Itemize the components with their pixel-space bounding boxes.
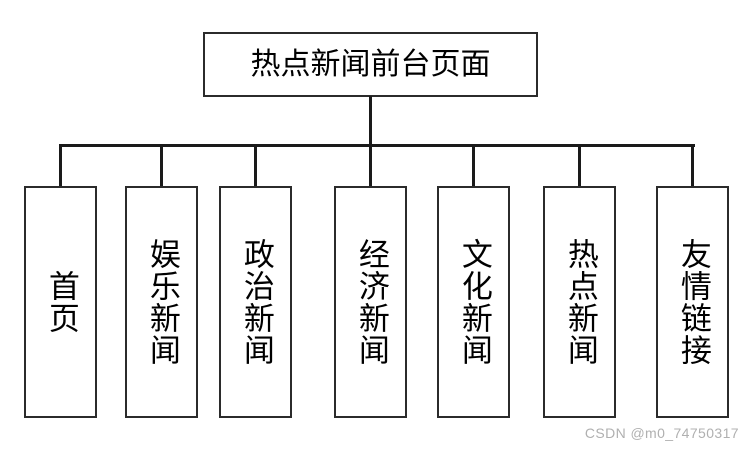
child-node-2[interactable]: 娱乐新闻 [125,186,198,418]
child-node-label: 经济新闻 [353,238,389,366]
root-node-label: 热点新闻前台页面 [250,47,491,81]
root-node[interactable]: 热点新闻前台页面 [203,32,538,97]
horizontal-bus-line [60,144,695,147]
child-node-label: 首页 [43,270,79,334]
drop-line-3 [254,144,257,187]
drop-line-2 [160,144,163,187]
drop-line-4 [369,144,372,187]
child-node-1[interactable]: 首页 [24,186,97,418]
child-node-7[interactable]: 友情链接 [656,186,729,418]
watermark: CSDN @m0_74750317 [584,425,739,441]
child-node-4[interactable]: 经济新闻 [334,186,407,418]
child-node-6[interactable]: 热点新闻 [543,186,616,418]
child-node-label: 热点新闻 [562,238,598,366]
child-node-label: 文化新闻 [456,238,492,366]
child-node-label: 友情链接 [675,238,711,366]
child-node-label: 政治新闻 [238,238,274,366]
child-node-label: 娱乐新闻 [144,238,180,366]
drop-line-7 [691,144,694,187]
drop-line-1 [59,144,62,187]
root-stem-line [369,96,372,146]
child-node-3[interactable]: 政治新闻 [219,186,292,418]
drop-line-5 [472,144,475,187]
child-node-5[interactable]: 文化新闻 [437,186,510,418]
drop-line-6 [578,144,581,187]
